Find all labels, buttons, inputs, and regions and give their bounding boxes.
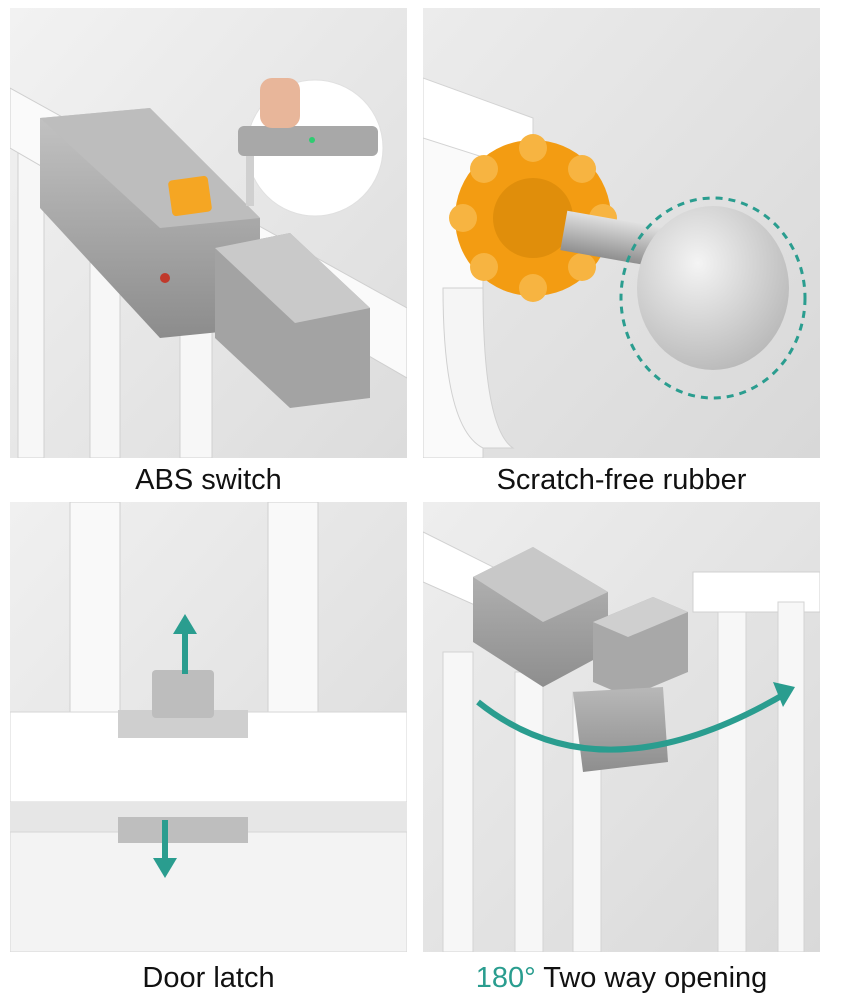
scratch-free-rubber-photo (423, 8, 820, 458)
caption-two-way-text: Two way opening (535, 962, 768, 994)
caption-180-degree: 180° (475, 962, 536, 994)
caption-door-latch: Door latch (142, 962, 275, 994)
caption-scratch-free-rubber: Scratch-free rubber (496, 464, 747, 496)
abs-switch-photo (10, 8, 407, 458)
caption-two-way-opening: 180° Two way opening (423, 960, 820, 996)
two-way-opening-photo (423, 502, 820, 952)
caption-abs-switch: ABS switch (135, 464, 282, 496)
door-latch-photo (10, 502, 407, 952)
